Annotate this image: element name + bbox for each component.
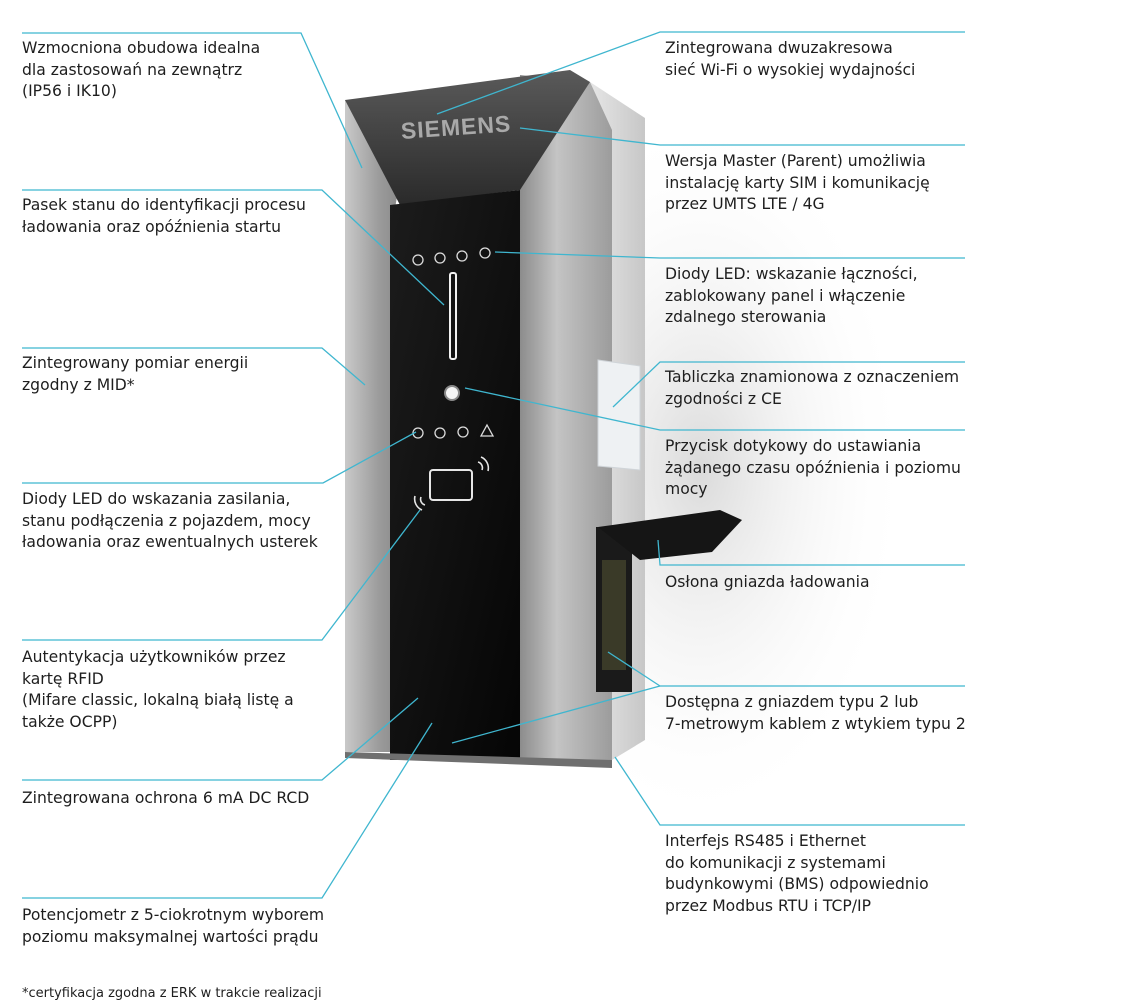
callout-leds-top: Diody LED: wskazanie łączności, zablokow… [665, 265, 918, 326]
rfid-card-icon [429, 469, 473, 501]
leader-status-bar [22, 189, 445, 306]
leader-wifi [436, 31, 965, 115]
callout-master: Wersja Master (Parent) umożliwia instala… [665, 152, 930, 213]
callout-socket-type: Dostępna z gniazdem typu 2 lub 7-metrowy… [665, 693, 966, 733]
gauge-icon [457, 426, 469, 438]
leader-interfaces [614, 756, 965, 826]
callout-energy-meter: Zintegrowany pomiar energii zgodny z MID… [22, 354, 249, 394]
leader-rfid [22, 509, 421, 641]
touch-button [444, 385, 460, 401]
wifi-icon [412, 254, 424, 266]
leader-energy-meter [22, 347, 366, 386]
remote-icon [479, 247, 491, 259]
leader-socket-type-b [451, 685, 661, 744]
callout-wifi: Zintegrowana dwuzakresowa sieć Wi-Fi o w… [665, 39, 916, 79]
callout-interfaces: Interfejs RS485 i Ethernet do komunikacj… [665, 832, 929, 915]
leader-nameplate [612, 361, 965, 408]
leader-socket-cover [657, 539, 965, 566]
leader-rcd [22, 697, 419, 781]
callout-socket-cover: Osłona gniazda ładowania [665, 573, 870, 591]
connection-icon [434, 252, 446, 264]
left-steel-frame [345, 100, 415, 752]
front-panel [390, 190, 520, 760]
callout-status-bar: Pasek stanu do identyfikacji procesu ład… [22, 196, 306, 236]
socket-cover [598, 510, 742, 560]
leader-touch-button [464, 387, 965, 431]
callout-touch-button: Przycisk dotykowy do ustawiania żądanego… [665, 437, 961, 498]
warning-icon [479, 423, 495, 437]
right-steel-frame [520, 75, 612, 760]
leader-socket-type-a [607, 651, 965, 687]
contactless-waves-icon [413, 456, 490, 511]
callout-nameplate: Tabliczka znamionowa z oznaczeniem zgodn… [665, 368, 960, 408]
lock-icon [456, 250, 468, 262]
socket-inner [602, 560, 626, 670]
leader-power-leds [22, 431, 417, 484]
top-cap [345, 70, 590, 205]
leader-potentiometer [22, 722, 433, 899]
callout-housing: Wzmocniona obudowa idealna dla zastosowa… [22, 39, 261, 100]
callout-rcd: Zintegrowana ochrona 6 mA DC RCD [22, 789, 310, 807]
leader-leds-top [494, 251, 965, 259]
status-bar [449, 272, 457, 360]
plug-icon [434, 427, 446, 439]
nameplate [597, 359, 641, 471]
callout-potentiometer: Potencjometr z 5-ciokrotnym wyborem pozi… [22, 906, 325, 946]
leader-housing [22, 32, 363, 169]
callout-rfid: Autentykacja użytkowników przez kartę RF… [22, 648, 294, 731]
leader-master [519, 127, 965, 146]
footnote: *certyfikacja zgodna z ERK w trakcie rea… [22, 986, 322, 1001]
callout-power-leds: Diody LED do wskazania zasilania, stanu … [22, 490, 318, 551]
